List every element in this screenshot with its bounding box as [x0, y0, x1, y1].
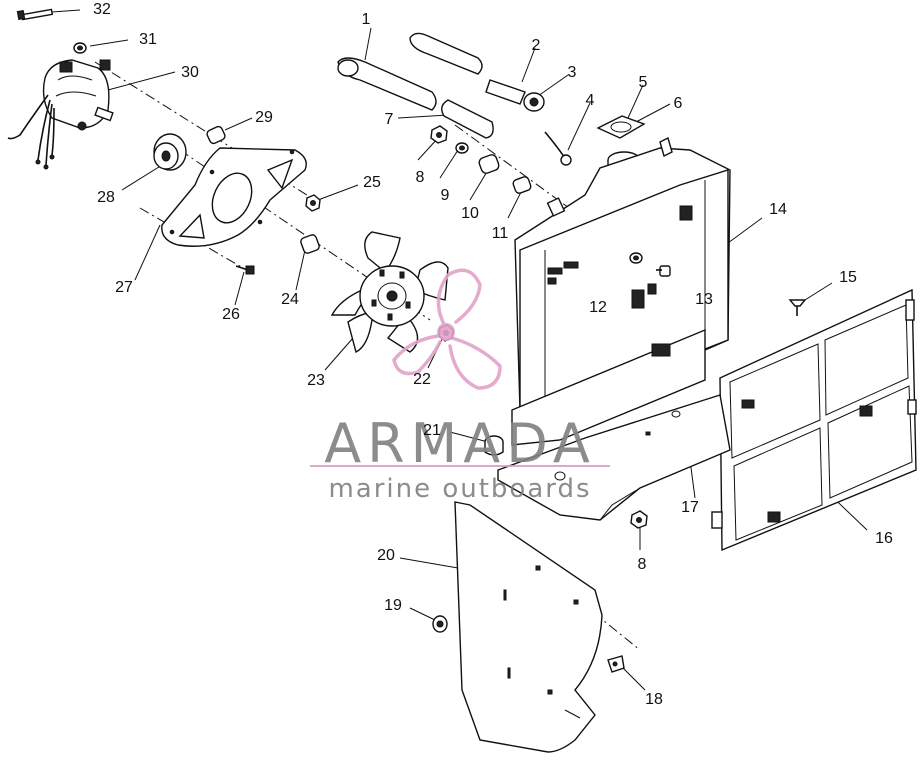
screw-15 — [788, 299, 807, 316]
watermark: ARMADA marine outboards — [310, 268, 610, 504]
callout-29: 29 — [255, 109, 273, 126]
bracket-plate-27 — [161, 147, 307, 247]
grille-16 — [711, 288, 917, 552]
hose-7 — [441, 99, 494, 139]
callout-17: 17 — [681, 499, 699, 516]
callout-14: 14 — [769, 201, 787, 218]
propeller-logo — [392, 268, 502, 390]
washer-12 — [629, 252, 643, 264]
callout-27: 27 — [115, 279, 133, 296]
callout-4: 4 — [586, 92, 595, 109]
callout-24: 24 — [281, 291, 299, 308]
watermark-brand: ARMADA — [324, 412, 596, 475]
callout-10: 10 — [461, 205, 479, 222]
callout-26: 26 — [222, 306, 240, 323]
mount-21 — [484, 435, 504, 456]
callout-18: 18 — [645, 691, 663, 708]
nut-25 — [305, 194, 321, 212]
propeller-hub — [437, 323, 455, 341]
radiator-14 — [511, 136, 731, 446]
callout-3: 3 — [568, 64, 577, 81]
callout-6: 6 — [674, 95, 683, 112]
gasket-5 — [596, 115, 646, 139]
callout-30: 30 — [181, 64, 199, 81]
callout-15: 15 — [839, 269, 857, 286]
base-plate-17 — [497, 394, 731, 521]
nut-8-lower — [630, 510, 648, 529]
callout-1: 1 — [362, 11, 371, 28]
screw-13 — [656, 265, 671, 277]
callout-25: 25 — [363, 174, 381, 191]
clamp-4 — [544, 131, 572, 166]
grommet-28 — [153, 133, 187, 171]
callout-8-upper: 8 — [416, 169, 425, 186]
callout-22: 22 — [413, 371, 431, 388]
callout-16: 16 — [875, 530, 893, 547]
callout-7: 7 — [385, 111, 394, 128]
callout-28: 28 — [97, 189, 115, 206]
fan-motor-30 — [7, 59, 114, 170]
callout-13: 13 — [695, 291, 713, 308]
spacer-24 — [300, 234, 320, 254]
spacer-29 — [206, 125, 226, 145]
watermark-tagline: marine outboards — [328, 474, 591, 504]
bolt-32 — [16, 8, 54, 21]
washer-9 — [455, 142, 469, 154]
callout-8-lower: 8 — [638, 556, 647, 573]
callout-31: 31 — [139, 31, 157, 48]
hose-1 — [337, 57, 437, 111]
callout-11: 11 — [492, 225, 509, 242]
plug-18 — [607, 655, 625, 673]
callout-9: 9 — [441, 187, 450, 204]
callout-12: 12 — [589, 299, 607, 316]
washer-31 — [73, 42, 87, 54]
callout-5: 5 — [639, 74, 648, 91]
spacer-11 — [512, 176, 532, 194]
clamp-3 — [485, 79, 545, 112]
callouts: 1 2 3 4 5 6 7 8 9 10 11 12 13 14 15 16 1… — [93, 1, 893, 708]
callout-20: 20 — [377, 547, 395, 564]
callout-23: 23 — [307, 372, 325, 389]
fan-23 — [330, 231, 449, 354]
callout-32: 32 — [93, 1, 111, 18]
hose-2 — [409, 32, 483, 75]
grommet-10 — [478, 154, 500, 174]
grommet-19 — [432, 615, 448, 633]
nut-8-upper — [430, 125, 448, 144]
callout-19: 19 — [384, 597, 402, 614]
shroud-20 — [454, 501, 603, 753]
callout-2: 2 — [532, 37, 541, 54]
callout-21: 21 — [423, 422, 441, 439]
screw-26 — [235, 265, 255, 275]
